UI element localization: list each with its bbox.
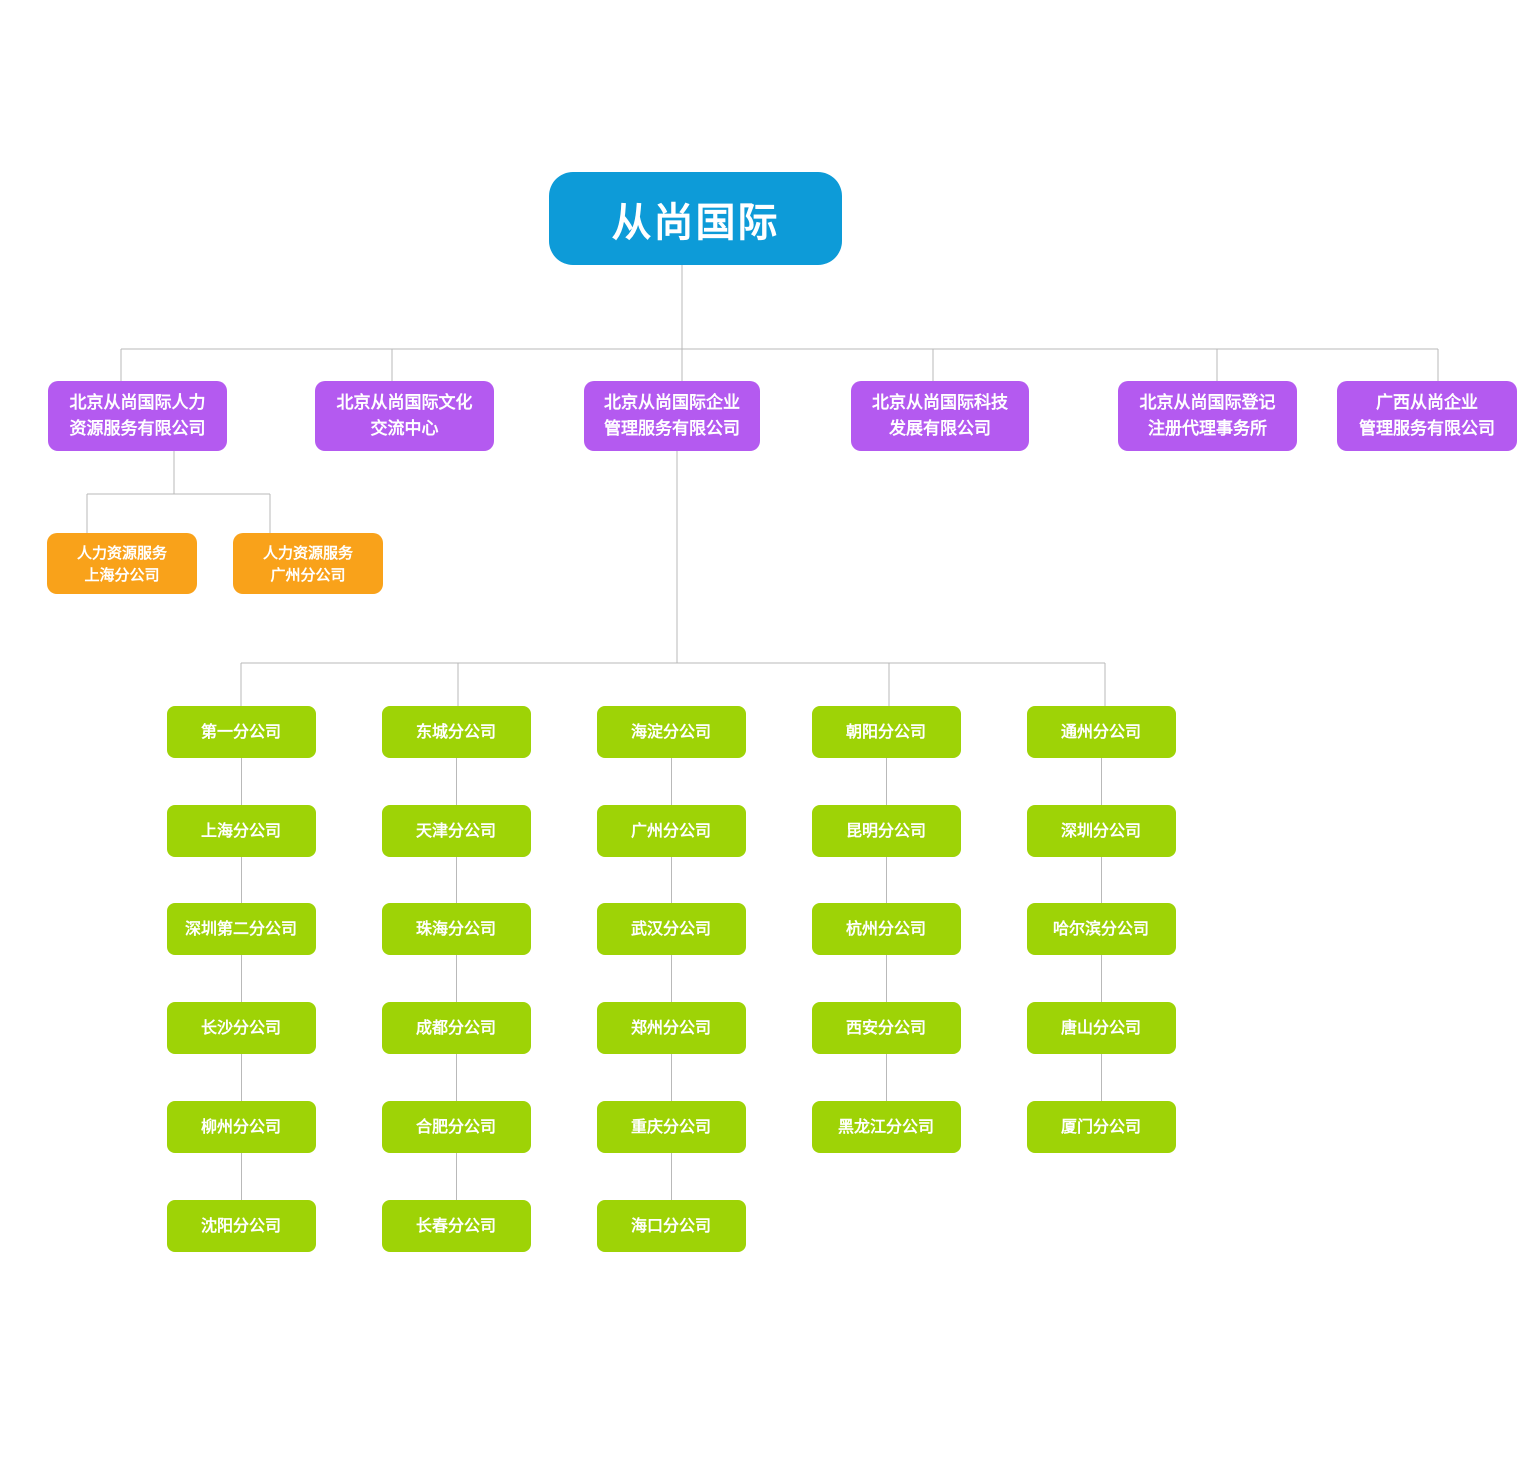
node-label: 珠海分公司 xyxy=(415,919,496,938)
org-node-branch-c2-r3[interactable]: 珠海分公司 xyxy=(381,903,531,955)
org-node-branch-c2-r5[interactable]: 合肥分公司 xyxy=(381,1101,531,1153)
node-label: 长春分公司 xyxy=(415,1216,496,1235)
node-label: 北京从尚国际企业 xyxy=(604,393,740,413)
org-node-branch-c2-r6[interactable]: 长春分公司 xyxy=(381,1200,531,1252)
org-node-branch-c1-r4[interactable]: 长沙分公司 xyxy=(166,1002,316,1054)
org-node-branch-c2-r2[interactable]: 天津分公司 xyxy=(381,805,531,857)
org-node-level2-3[interactable]: 北京从尚国际企业管理服务有限公司 xyxy=(584,381,760,451)
node-label: 北京从尚国际人力 xyxy=(69,393,206,413)
org-node-level2-2[interactable]: 北京从尚国际文化交流中心 xyxy=(315,381,494,451)
org-node-branch-c4-r5[interactable]: 黑龙江分公司 xyxy=(811,1101,961,1153)
node-label: 长沙分公司 xyxy=(200,1018,281,1037)
node-label: 黑龙江分公司 xyxy=(837,1117,934,1136)
node-label: 通州分公司 xyxy=(1060,722,1141,741)
node-label: 朝阳分公司 xyxy=(845,722,926,741)
org-node-branch-c1-r3[interactable]: 深圳第二分公司 xyxy=(166,903,316,955)
node-label: 广州分公司 xyxy=(630,821,711,840)
node-label: 武汉分公司 xyxy=(630,919,711,938)
org-node-branch-c4-r2[interactable]: 昆明分公司 xyxy=(811,805,961,857)
node-label: 哈尔滨分公司 xyxy=(1052,919,1149,938)
node-label: 人力资源服务 xyxy=(262,543,353,562)
node-label: 东城分公司 xyxy=(415,722,496,741)
node-label: 交流中心 xyxy=(370,419,439,439)
org-node-branch-c4-r4[interactable]: 西安分公司 xyxy=(811,1002,961,1054)
org-node-hr-branch-2[interactable]: 人力资源服务广州分公司 xyxy=(233,533,383,594)
org-root-node[interactable]: 从尚国际 xyxy=(549,172,842,265)
node-label: 唐山分公司 xyxy=(1060,1018,1141,1037)
org-node-branch-c2-r4[interactable]: 成都分公司 xyxy=(381,1002,531,1054)
node-label: 深圳第二分公司 xyxy=(184,919,297,938)
node-label: 上海分公司 xyxy=(84,565,160,584)
node-label: 上海分公司 xyxy=(200,821,281,840)
org-node-branch-c5-r5[interactable]: 厦门分公司 xyxy=(1026,1101,1176,1153)
node-label: 从尚国际 xyxy=(611,199,780,246)
node-label: 北京从尚国际文化 xyxy=(336,393,473,413)
node-label: 合肥分公司 xyxy=(415,1117,496,1136)
node-label: 杭州分公司 xyxy=(845,919,926,938)
org-node-branch-c1-r5[interactable]: 柳州分公司 xyxy=(166,1101,316,1153)
org-node-branch-c4-r1[interactable]: 朝阳分公司 xyxy=(811,706,961,758)
node-label: 海淀分公司 xyxy=(630,722,711,741)
org-node-branch-c3-r5[interactable]: 重庆分公司 xyxy=(596,1101,746,1153)
org-node-branch-c2-r1[interactable]: 东城分公司 xyxy=(381,706,531,758)
org-node-level2-1[interactable]: 北京从尚国际人力资源服务有限公司 xyxy=(48,381,227,451)
org-node-branch-c3-r1[interactable]: 海淀分公司 xyxy=(596,706,746,758)
node-label: 郑州分公司 xyxy=(630,1018,711,1037)
org-node-branch-c1-r2[interactable]: 上海分公司 xyxy=(166,805,316,857)
org-node-branch-c3-r6[interactable]: 海口分公司 xyxy=(596,1200,746,1252)
org-node-branch-c1-r6[interactable]: 沈阳分公司 xyxy=(166,1200,316,1252)
node-label: 厦门分公司 xyxy=(1060,1117,1141,1136)
org-node-level2-4[interactable]: 北京从尚国际科技发展有限公司 xyxy=(851,381,1029,451)
node-label: 海口分公司 xyxy=(630,1216,711,1235)
node-label: 管理服务有限公司 xyxy=(1359,419,1495,439)
org-node-branch-c1-r1[interactable]: 第一分公司 xyxy=(166,706,316,758)
node-label: 天津分公司 xyxy=(415,821,496,840)
node-label: 柳州分公司 xyxy=(200,1117,281,1136)
org-node-branch-c4-r3[interactable]: 杭州分公司 xyxy=(811,903,961,955)
node-label: 重庆分公司 xyxy=(630,1117,711,1136)
node-label: 管理服务有限公司 xyxy=(604,419,740,439)
node-label: 深圳分公司 xyxy=(1060,821,1141,840)
org-node-level2-5[interactable]: 北京从尚国际登记注册代理事务所 xyxy=(1118,381,1297,451)
node-label: 发展有限公司 xyxy=(889,419,991,439)
node-label: 注册代理事务所 xyxy=(1148,419,1267,439)
org-node-hr-branch-1[interactable]: 人力资源服务上海分公司 xyxy=(47,533,197,594)
org-node-branch-c3-r2[interactable]: 广州分公司 xyxy=(596,805,746,857)
node-label: 昆明分公司 xyxy=(845,821,926,840)
org-node-branch-c5-r1[interactable]: 通州分公司 xyxy=(1026,706,1176,758)
node-label: 人力资源服务 xyxy=(76,543,167,562)
org-node-branch-c3-r4[interactable]: 郑州分公司 xyxy=(596,1002,746,1054)
org-node-level2-6[interactable]: 广西从尚企业管理服务有限公司 xyxy=(1337,381,1517,451)
node-label: 北京从尚国际登记 xyxy=(1139,393,1276,413)
org-node-branch-c5-r4[interactable]: 唐山分公司 xyxy=(1026,1002,1176,1054)
node-label: 广西从尚企业 xyxy=(1376,393,1478,413)
node-label: 第一分公司 xyxy=(200,722,281,741)
node-label: 沈阳分公司 xyxy=(200,1216,281,1235)
org-node-branch-c5-r2[interactable]: 深圳分公司 xyxy=(1026,805,1176,857)
node-label: 西安分公司 xyxy=(845,1018,926,1037)
org-node-branch-c5-r3[interactable]: 哈尔滨分公司 xyxy=(1026,903,1176,955)
node-label: 资源服务有限公司 xyxy=(69,419,206,439)
node-label: 成都分公司 xyxy=(415,1018,496,1037)
node-label: 广州分公司 xyxy=(270,565,346,584)
node-label: 北京从尚国际科技 xyxy=(872,393,1008,413)
org-node-branch-c3-r3[interactable]: 武汉分公司 xyxy=(596,903,746,955)
